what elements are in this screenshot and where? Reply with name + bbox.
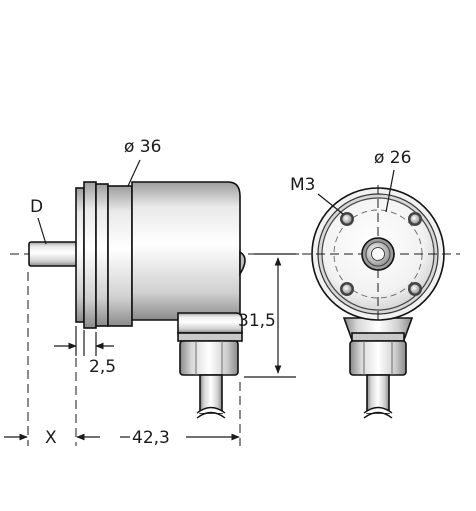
flange-collar xyxy=(107,185,133,327)
connector-seal xyxy=(177,332,243,342)
flange-ring-1 xyxy=(83,181,97,329)
screw-bottom-left xyxy=(340,282,354,296)
front-dimensions: ø 26 M3 xyxy=(290,148,411,215)
side-view xyxy=(10,181,300,419)
flange-ring-2 xyxy=(95,183,109,327)
flange-front xyxy=(75,187,85,323)
label-body-length: 42,3 xyxy=(132,428,170,448)
cable-break xyxy=(196,406,226,414)
led-window xyxy=(239,250,246,277)
label-housing-diameter: ø 36 xyxy=(124,137,161,157)
leader-bolt-circle xyxy=(385,169,395,213)
cable-gland xyxy=(179,340,239,376)
shaft xyxy=(28,241,78,267)
screw-top-left xyxy=(340,212,354,226)
connector-base xyxy=(177,312,243,334)
screw-bottom-right xyxy=(408,282,422,296)
label-shaft-length: X xyxy=(45,428,57,448)
label-thread-m3: M3 xyxy=(290,175,315,195)
label-shaft-d: D xyxy=(30,197,43,217)
leader-thread-m3 xyxy=(317,193,344,215)
leader-shaft-d xyxy=(37,217,47,245)
label-axis-height: 31,5 xyxy=(238,311,276,331)
housing-body xyxy=(131,181,241,321)
front-cable-gland xyxy=(349,340,407,376)
label-bolt-circle-diameter: ø 26 xyxy=(374,148,411,168)
screw-top-right xyxy=(408,212,422,226)
side-dimensions: D ø 36 2,5 31,5 X 42,3 xyxy=(4,137,296,448)
front-view xyxy=(302,185,460,419)
leader-housing-diameter xyxy=(127,159,141,187)
label-flange-offset: 2,5 xyxy=(89,357,116,377)
